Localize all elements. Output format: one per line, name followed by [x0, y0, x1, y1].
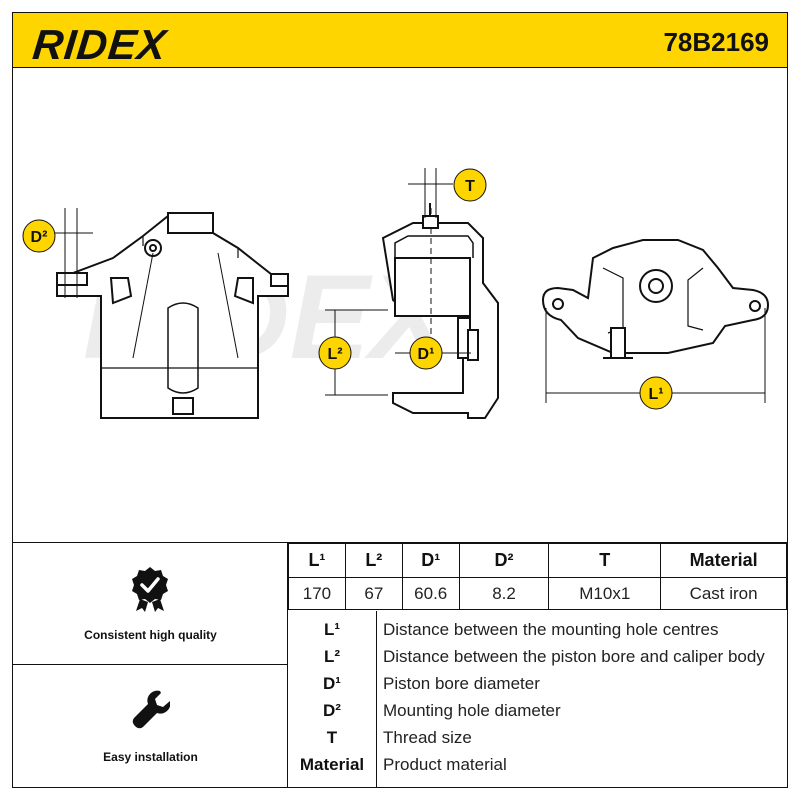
- legend-row: D² Mounting hole diameter: [288, 698, 788, 724]
- part-number: 78B2169: [663, 27, 769, 57]
- spec-header-t: T: [548, 543, 662, 578]
- svg-text:L¹: L¹: [648, 386, 663, 403]
- legend-desc: Distance between the piston bore and cal…: [383, 647, 765, 666]
- legend-row: T Thread size: [288, 725, 788, 751]
- svg-text:D¹: D¹: [418, 346, 435, 363]
- legend-divider: [376, 611, 377, 787]
- legend-key: L²: [323, 647, 341, 666]
- spec-section: Consistent high quality Easy installatio…: [12, 542, 788, 788]
- spec-table: L¹ L² D¹ D² T Material 170 67 60.6 8.2 M…: [288, 543, 787, 610]
- spec-value-l1: 170: [288, 577, 346, 610]
- legend-key: Material: [299, 755, 365, 774]
- feature-quality-label: Consistent high quality: [84, 628, 217, 642]
- svg-text:T: T: [465, 178, 475, 195]
- dimension-legend: L¹ Distance between the mounting hole ce…: [288, 611, 788, 787]
- spec-value-l2: 67: [344, 577, 403, 610]
- badge-l2: L²: [318, 336, 352, 370]
- svg-text:L²: L²: [327, 346, 342, 363]
- legend-key: D²: [323, 701, 341, 720]
- caliper-top-view: [541, 239, 770, 359]
- caliper-drawings: RIDEX: [22, 168, 770, 419]
- spec-header-row: L¹ L² D¹ D² T Material: [288, 543, 787, 578]
- legend-desc: Product material: [383, 755, 507, 774]
- spec-header-l1: L¹: [288, 543, 346, 578]
- legend-desc: Thread size: [383, 728, 472, 747]
- t-dimension: [408, 168, 453, 218]
- legend-key: D¹: [323, 674, 341, 693]
- spec-header-d1: D¹: [401, 543, 460, 578]
- feature-column: Consistent high quality Easy installatio…: [13, 543, 288, 787]
- spec-header-l2: L²: [344, 543, 403, 578]
- feature-installation: Easy installation: [13, 665, 288, 787]
- header-bar: RIDEX 78B2169: [12, 12, 788, 68]
- wrench-icon: [132, 690, 170, 729]
- caliper-front-view: [56, 212, 289, 419]
- legend-row: Material Product material: [288, 752, 788, 778]
- legend-desc: Distance between the mounting hole centr…: [383, 620, 719, 639]
- legend-row: D¹ Piston bore diameter: [288, 671, 788, 697]
- spec-value-material: Cast iron: [660, 577, 787, 610]
- feature-installation-label: Easy installation: [103, 750, 198, 764]
- spec-header-d2: D²: [458, 543, 550, 578]
- feature-quality: Consistent high quality: [13, 543, 288, 665]
- badge-d1: D¹: [409, 336, 443, 370]
- legend-desc: Piston bore diameter: [383, 674, 540, 693]
- legend-row: L² Distance between the piston bore and …: [288, 644, 788, 670]
- spec-value-d2: 8.2: [458, 577, 550, 610]
- quality-check-icon: [132, 567, 168, 612]
- legend-row: L¹ Distance between the mounting hole ce…: [288, 617, 788, 643]
- badge-l1: L¹: [639, 376, 673, 410]
- legend-desc: Mounting hole diameter: [383, 701, 561, 720]
- technical-drawing: RIDEX: [12, 68, 788, 542]
- badge-d2: D²: [22, 219, 56, 253]
- brand-logo: RIDEX: [30, 21, 169, 68]
- svg-text:D²: D²: [31, 229, 48, 246]
- d2-dimension: [55, 208, 93, 298]
- badge-t: T: [453, 168, 487, 202]
- legend-key: L¹: [323, 620, 341, 639]
- caliper-section-view: [381, 203, 499, 419]
- spec-value-t: M10x1: [548, 577, 662, 610]
- spec-value-row: 170 67 60.6 8.2 M10x1 Cast iron: [288, 577, 787, 610]
- spec-value-d1: 60.6: [401, 577, 460, 610]
- spec-header-material: Material: [660, 543, 787, 578]
- legend-key: T: [326, 728, 338, 747]
